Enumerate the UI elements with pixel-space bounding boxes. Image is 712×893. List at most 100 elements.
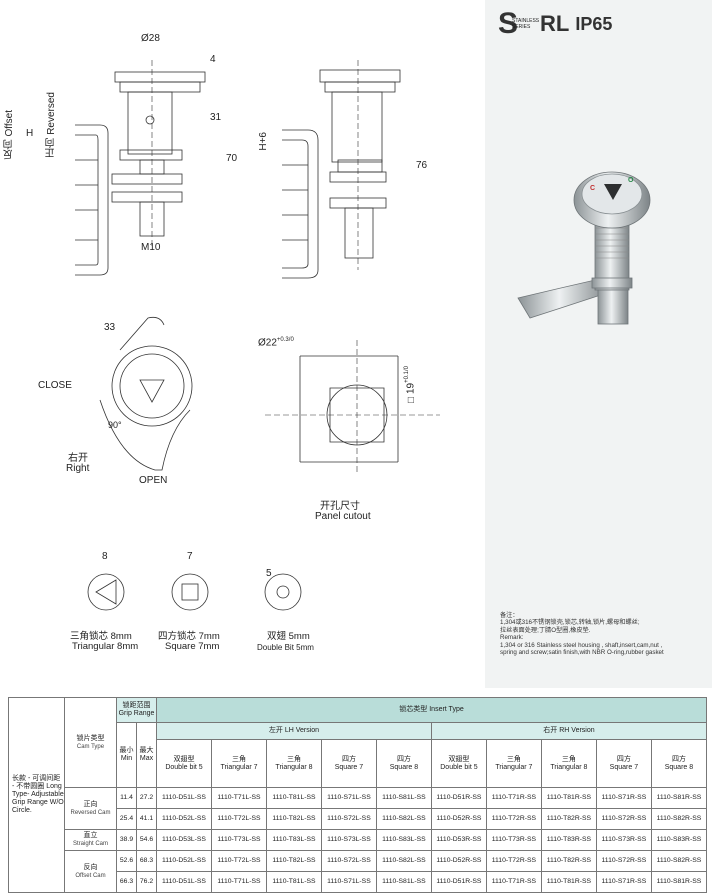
cam-group-reversed: 正向 Reversed Cam — [64, 787, 117, 830]
part-code-cell: 1110-T71L-SS — [211, 871, 267, 893]
dim-square-19-tol-upper: +0.1 — [404, 371, 410, 383]
part-code-cell: 1110-D52L-SS — [156, 850, 212, 872]
dim-8: 8 — [102, 551, 108, 562]
remark-line-4: 1,304 or 316 Stainless steel housing , s… — [500, 641, 663, 649]
part-code-cell: 1110-D52R-SS — [430, 808, 487, 830]
insert-col-cn: 四方 — [396, 755, 411, 763]
insert-col-cn: 三角 — [286, 755, 301, 763]
insert-col-cn: 双翅型 — [173, 755, 195, 763]
part-code-cell: 1110-S72L-SS — [320, 850, 377, 872]
part-code-cell: 1110-S71L-SS — [320, 871, 377, 893]
label-square-cn: 四方锁芯 7mm — [158, 631, 220, 642]
part-code-cell: 1110-T82L-SS — [265, 850, 322, 872]
dim-diameter-28: Ø28 — [141, 33, 160, 44]
insert-col-en: Triangular 8 — [550, 763, 588, 771]
dim-70: 70 — [226, 153, 238, 164]
dim-reversed: 正向 Reversed — [46, 92, 57, 158]
cam-group-reversed-cn: 正向 — [83, 800, 98, 808]
dim-31: 31 — [210, 112, 222, 123]
part-code-cell: 1110-S82L-SS — [375, 808, 432, 830]
part-code-cell: 1110-S73R-SS — [595, 829, 652, 851]
part-code-cell: 1110-T73R-SS — [485, 829, 542, 851]
part-code-cell: 1110-S82L-SS — [375, 850, 432, 872]
cam-group-reversed-en: Reversed Cam — [70, 809, 111, 816]
insert-col-cn: 四方 — [341, 755, 356, 763]
part-code-cell: 1110-S82R-SS — [650, 808, 708, 830]
grip-max-cell: 27.2 — [135, 787, 158, 809]
label-cutout-en: Panel cutout — [315, 511, 371, 522]
dim-h6: H+6 — [258, 132, 269, 151]
dim-square-19-tol-lower: 0 — [404, 366, 410, 370]
remark-line-3: Remark: — [500, 634, 524, 642]
part-code-cell: 1110-T81L-SS — [265, 871, 322, 893]
part-code-cell: 1110-S72R-SS — [595, 850, 652, 872]
part-code-cell: 1110-S81L-SS — [375, 871, 432, 893]
dim-diameter-22-tol-lower: 0 — [290, 337, 294, 343]
svg-text:O: O — [628, 177, 634, 184]
part-code-cell: 1110-S71L-SS — [320, 787, 377, 809]
grip-min-cell: 66.3 — [116, 871, 137, 893]
part-code-cell: 1110-S71R-SS — [595, 871, 652, 893]
certification-badges: S STAINLESS SERIES RL IP65 — [498, 8, 612, 40]
dim-4: 4 — [210, 54, 216, 65]
insert-col-en: Double bit 5 — [165, 763, 203, 771]
part-code-cell: 1110-D51R-SS — [430, 787, 487, 809]
grip-min-cell: 25.4 — [116, 808, 137, 830]
stainless-badge-text: STAINLESS SERIES — [512, 18, 540, 30]
dim-square-19: □19+0.1/0 — [404, 366, 417, 405]
insert-col-en: Square 7 — [334, 763, 364, 771]
insert-col-en: Square 8 — [664, 763, 694, 771]
label-triangular-cn: 三角锁芯 8mm — [70, 631, 132, 642]
cam-group-offset-cn: 反向 — [83, 863, 98, 871]
insert-col-cn: 三角 — [506, 755, 521, 763]
part-code-cell: 1110-D53L-SS — [156, 829, 212, 851]
grip-range-en: Grip Range — [118, 710, 155, 717]
label-right-en: Right — [66, 463, 90, 474]
lh-version-header: 左开 LH Version — [156, 722, 432, 740]
product-panel — [485, 0, 712, 688]
grip-max-cell: 41.1 — [135, 808, 158, 830]
dim-5: 5 — [266, 568, 272, 579]
insert-col-en: Double bit 5 — [440, 763, 478, 771]
part-code-cell: 1110-T71L-SS — [211, 787, 267, 809]
cam-type-en: Cam Type — [76, 743, 105, 750]
cam-group-straight: 直立 Straight Cam — [64, 829, 117, 851]
grip-min-cell: 11.4 — [116, 787, 137, 809]
stainless-badge: S STAINLESS SERIES — [498, 8, 539, 40]
min-en: Min — [120, 755, 133, 762]
rl-badge: RL — [540, 11, 570, 36]
dim-diameter-22-tol-upper: +0.3 — [276, 337, 289, 343]
dim-7: 7 — [187, 551, 193, 562]
part-code-cell: 1110-T72L-SS — [211, 808, 267, 830]
label-double-bit-cn: 双翅 5mm — [267, 631, 310, 642]
grip-min-cell: 52.6 — [116, 850, 137, 872]
technical-drawing — [75, 60, 440, 611]
cam-group-straight-en: Straight Cam — [72, 841, 108, 847]
part-code-cell: 1110-T82R-SS — [540, 808, 597, 830]
grip-max-cell: 68.3 — [135, 850, 158, 872]
label-double-bit-en: Double Bit 5mm — [257, 643, 314, 652]
part-code-cell: 1110-D51R-SS — [430, 871, 487, 893]
insert-col-en: Square 7 — [609, 763, 639, 771]
dim-76: 76 — [416, 160, 428, 171]
part-code-cell: 1110-S72L-SS — [320, 808, 377, 830]
dim-m10: M10 — [141, 242, 161, 253]
part-code-cell: 1110-D53R-SS — [430, 829, 487, 851]
part-code-cell: 1110-D52R-SS — [430, 850, 487, 872]
rh-version-header: 右开 RH Version — [430, 722, 708, 740]
insert-col-cn: 三角 — [561, 755, 576, 763]
insert-col-cn: 三角 — [231, 755, 246, 763]
max-cn: 最大 — [139, 747, 154, 754]
part-code-cell: 1110-T82L-SS — [265, 808, 322, 830]
label-triangular-en: Triangular 8mm — [72, 641, 139, 652]
part-code-cell: 1110-T81R-SS — [540, 787, 597, 809]
remark-line-1: 1,304或316不锈钢锁壳,锁芯,转轴,锁片,螺母和螺丝; — [500, 619, 640, 627]
